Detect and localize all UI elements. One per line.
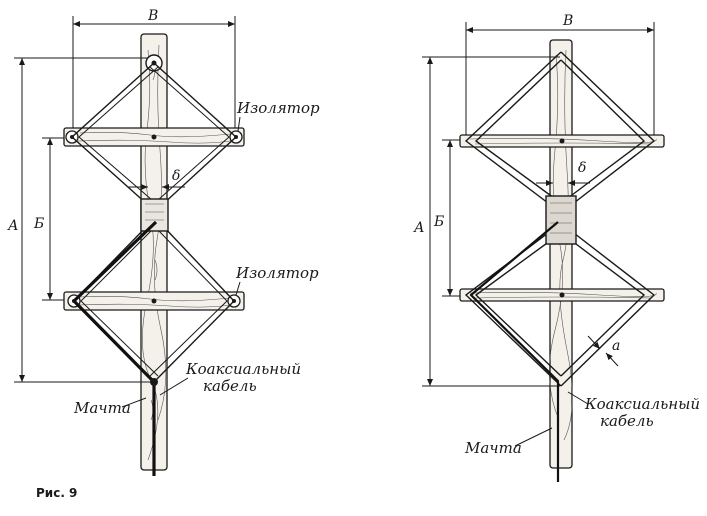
right-cable-label-2: кабель: [600, 412, 654, 430]
left-width-label: В: [147, 8, 158, 24]
right-dim-conductor: a: [587, 335, 620, 367]
left-insulator-top-label: Изолятор: [236, 99, 320, 117]
right-top-crossbar: [459, 134, 665, 148]
right-gap-label: δ: [578, 160, 586, 176]
left-top-crossbar: [63, 127, 245, 147]
left-cable-label-1: Коаксиальный: [185, 360, 301, 378]
left-antenna: В А Б: [7, 8, 320, 476]
left-dim-inner: Б: [33, 137, 66, 301]
right-dim-gap: δ: [536, 160, 590, 186]
left-mast-label: Мачта: [73, 399, 131, 417]
left-bottom-crossbar: [63, 291, 245, 311]
left-gap-label: δ: [172, 168, 180, 184]
right-upper-diamond: [464, 51, 656, 207]
right-height-label: А: [413, 220, 425, 236]
left-inner-label: Б: [33, 216, 44, 232]
right-antenna: В А Б: [413, 13, 700, 482]
right-conductor-label: a: [612, 338, 620, 354]
left-dim-gap: δ: [128, 168, 185, 190]
right-dim-inner: Б: [433, 139, 466, 297]
right-mast-label: Мачта: [464, 439, 522, 457]
right-dim-height: А: [413, 56, 560, 387]
figure-caption: Рис. 9: [36, 486, 77, 500]
left-insulator-bottom-label: Изолятор: [235, 264, 319, 282]
right-dim-width: В: [465, 13, 655, 140]
right-cable-label-1: Коаксиальный: [584, 395, 700, 413]
right-width-label: В: [562, 13, 573, 29]
left-feed-insulator: [140, 198, 169, 232]
right-bottom-crossbar: [459, 288, 665, 302]
left-height-label: А: [7, 218, 19, 234]
right-coax-cable: [469, 221, 560, 482]
left-cable-label-2: кабель: [203, 377, 257, 395]
left-dim-height: А: [7, 57, 152, 383]
left-upper-diamond: [70, 62, 238, 206]
right-inner-label: Б: [433, 214, 444, 230]
right-feed-insulator: [545, 195, 577, 245]
left-coax-cable: [72, 220, 158, 476]
left-dim-width: В: [72, 8, 236, 135]
right-mast: [549, 39, 573, 469]
